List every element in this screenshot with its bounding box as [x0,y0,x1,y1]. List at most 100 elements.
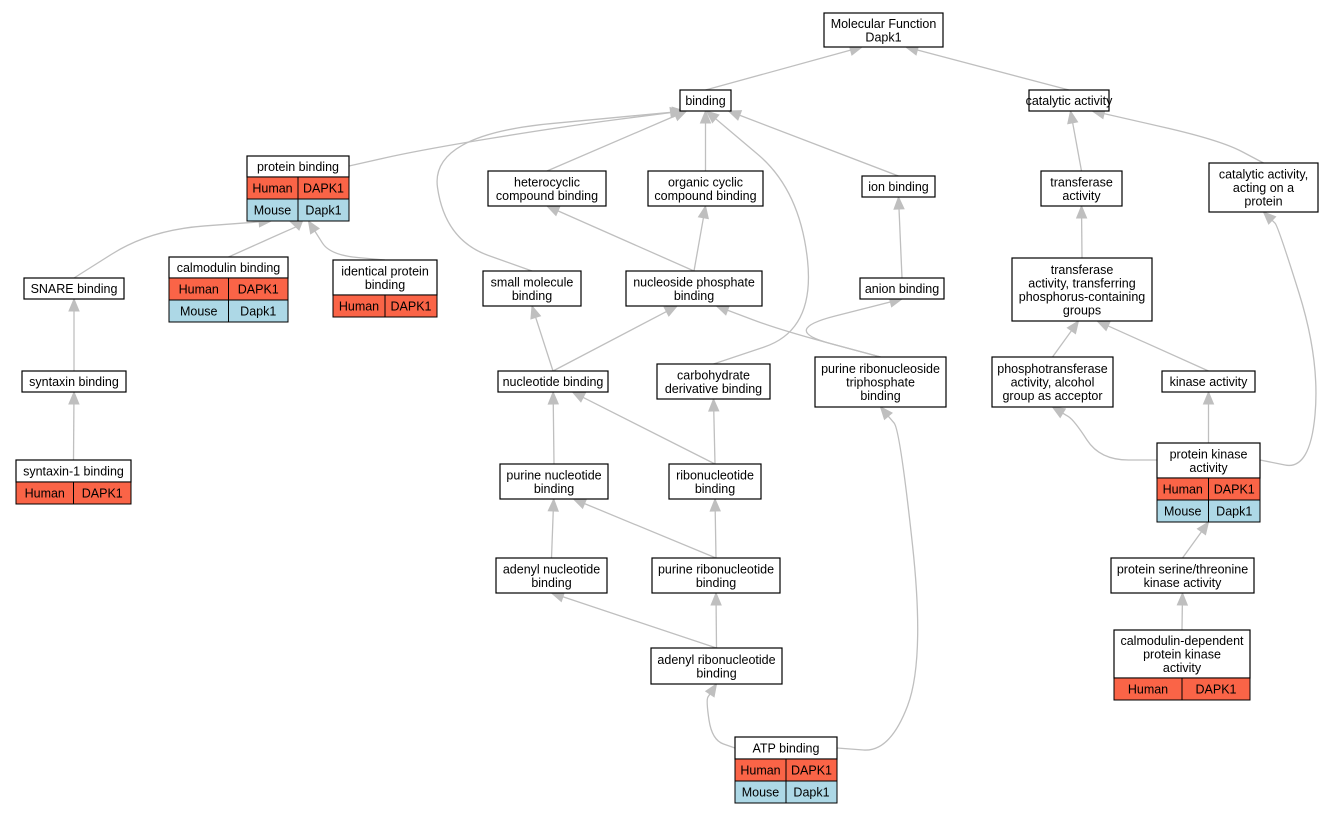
node-catalytic[interactable]: catalytic activity [1026,89,1114,112]
node-label-line: ribonucleotide [676,468,754,482]
node-box [1113,629,1251,679]
gene-symbol: DAPK1 [303,182,344,196]
arrowhead-icon [699,109,712,124]
node-box [1040,170,1123,207]
species-label: Mouse [254,204,292,218]
arrowhead-icon [879,406,893,421]
edge-line [705,49,851,91]
node-label-line: acting on a [1233,181,1294,195]
node-label-line: syntaxin-1 binding [23,465,124,479]
edge-purine-rnts-to-nucleoside-phosphate [715,305,881,358]
edge-line [535,317,554,372]
node-label-line: purine ribonucleotide [658,562,774,576]
node-label-line: purine nucleotide [506,468,601,482]
edge-line [557,210,695,272]
edge-kinase-to-transferase-phos [1095,320,1209,372]
node-box [823,12,944,48]
edge-line [739,114,899,177]
arrowhead-icon [572,498,588,510]
node-binding[interactable]: binding [679,89,732,112]
node-label-line: ion binding [868,180,929,194]
node-snare[interactable]: SNARE binding [23,277,125,300]
node-box [859,277,945,300]
edge-line [706,693,736,749]
arrowhead-icon [1075,204,1088,219]
node-box [1208,162,1319,213]
node-syntaxin[interactable]: syntaxin binding [21,370,127,393]
edge-purine-rnt-to-purine-nt [572,498,717,559]
edge-line [727,309,881,358]
arrowhead-icon [1196,520,1210,536]
species-label: Human [339,300,379,314]
human-cell [384,294,438,318]
node-label-line: nucleoside phosphate [633,275,755,289]
node-label-line: activity, transferring [1028,276,1135,290]
species-label: Human [252,182,292,196]
node-label-line: group as acceptor [1002,389,1102,403]
arrowhead-icon [547,390,560,405]
node-box [679,89,732,112]
node-label-line: kinase activity [1144,576,1223,590]
node-box [1110,557,1255,594]
node-label-line: activity [1163,661,1202,675]
arrowhead-icon [663,305,679,317]
node-label-line: compound binding [496,189,598,203]
node-label-line: nucleotide binding [503,375,604,389]
node-box [499,463,609,500]
node-anion[interactable]: anion binding [859,277,945,300]
node-box [1156,442,1261,479]
edge-protein-kinase-to-cat-protein [1259,211,1317,467]
node-label-line: kinase activity [1170,375,1249,389]
edge-organic-cyclic-to-binding [699,109,712,171]
mouse-cell [228,299,289,323]
edge-ion-binding-to-binding [727,110,899,177]
edge-ser-thr-to-protein-kinase [1181,520,1210,559]
species-label: Human [1128,683,1168,697]
edge-protein-kinase-to-kinase [1202,390,1215,443]
human-cell [73,481,132,505]
node-nucleotide[interactable]: nucleotide binding [497,370,609,393]
node-label-line: transferase [1051,263,1114,277]
node-box [991,356,1114,408]
arrowhead-icon [704,682,718,698]
node-label-line: activity [1189,461,1228,475]
node-box [1161,370,1256,393]
edge-purine-nt-to-nucleotide [547,390,560,465]
edge-nucleotide-to-small-molecule [530,304,554,372]
arrowhead-icon [530,304,542,320]
node-label-line: groups [1063,303,1101,317]
node-label-line: activity, alcohol [1011,376,1095,390]
gene-symbol: DAPK1 [791,764,832,778]
node-label-line: binding [860,389,900,403]
edge-line [713,410,716,465]
node-label-line: protein serine/threonine [1117,562,1248,576]
node-kinase[interactable]: kinase activity [1161,370,1256,393]
node-ion-binding[interactable]: ion binding [861,175,936,198]
edge-transferase-to-catalytic [1067,109,1083,172]
